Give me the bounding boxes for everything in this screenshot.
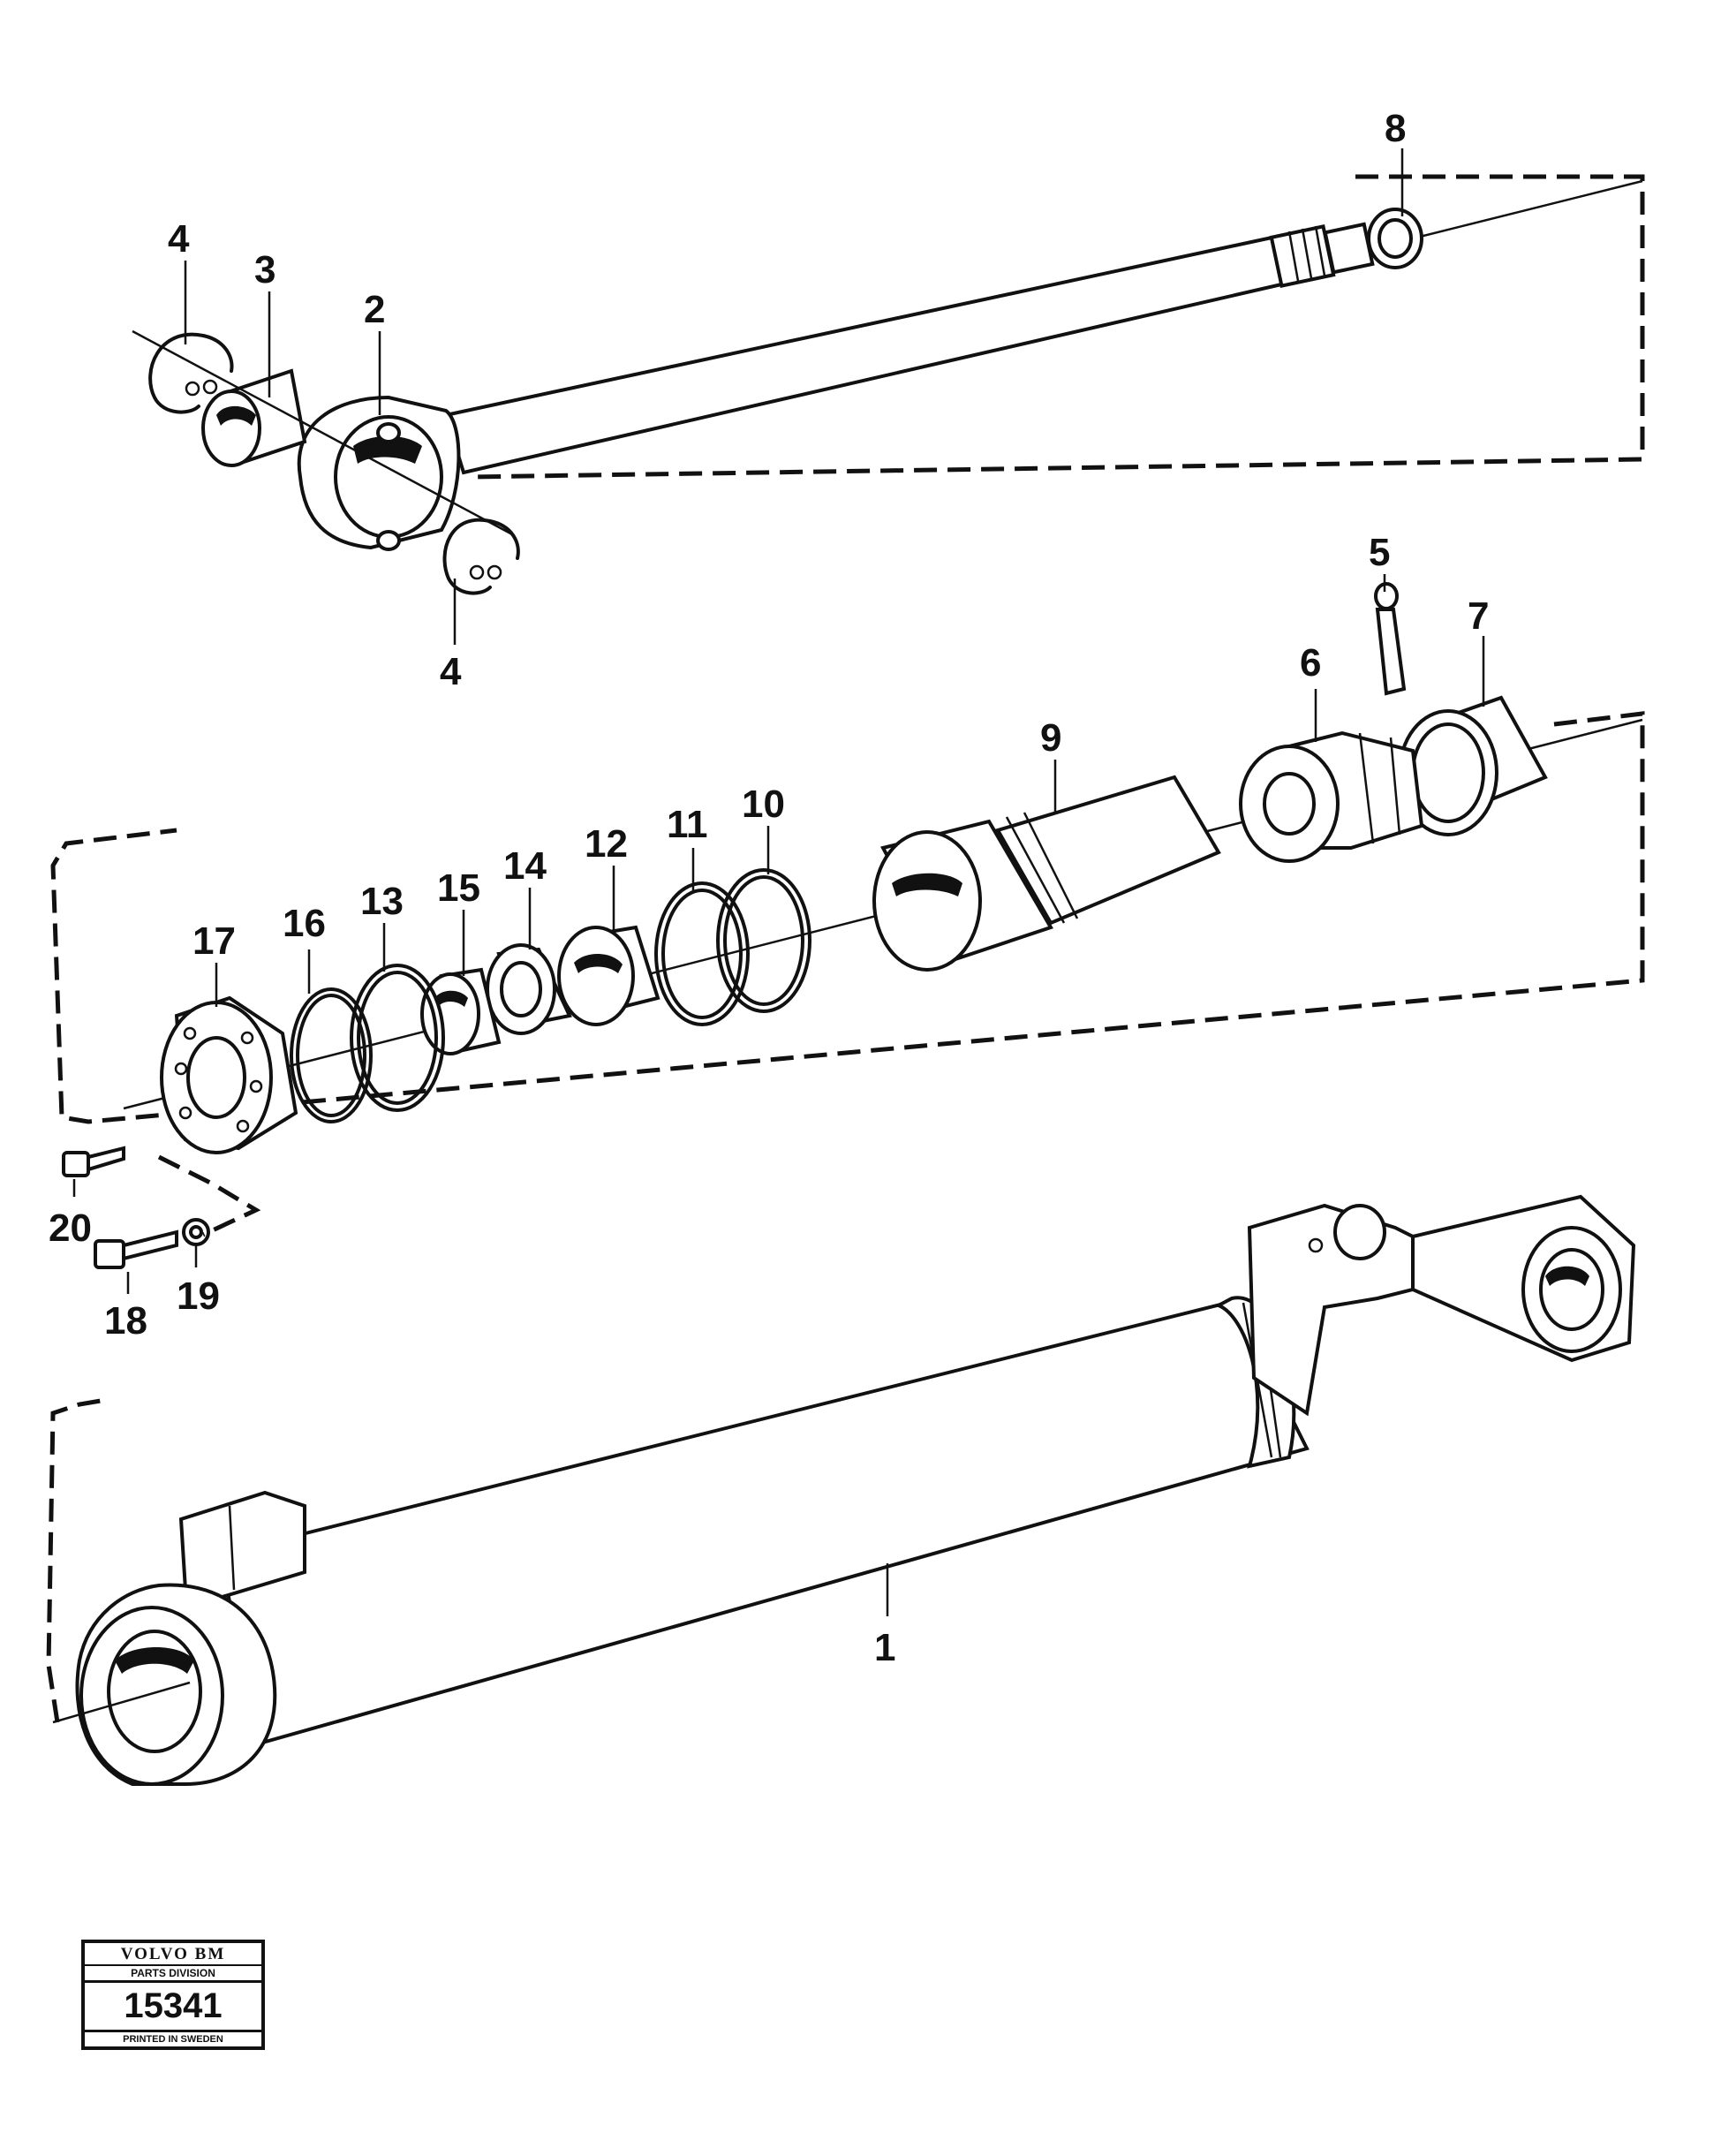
callout-6: 6: [1300, 641, 1321, 685]
piston-9: [872, 775, 1221, 972]
bushing-3: [201, 368, 307, 467]
tube-head-end: [1247, 1194, 1636, 1417]
screw-path-dashed: [157, 1154, 261, 1237]
stamp-division: PARTS DIVISION: [85, 1966, 261, 1983]
stamp-brand: VOLVO BM: [85, 1943, 261, 1966]
callout-labels: 4 3 2 4 8 5 6 7 9 10 11 12 14 15 13 16 1…: [49, 107, 1489, 1669]
volvo-bm-stamp: VOLVO BM PARTS DIVISION 15341 PRINTED IN…: [81, 1940, 265, 2050]
cylinder-tube-1: [218, 1300, 1310, 1747]
o-ring-13: [350, 964, 445, 1112]
o-ring-16: [290, 987, 373, 1123]
snap-ring-4-upper: [148, 332, 234, 414]
tube-open-end: [75, 1583, 277, 1786]
wiper-14: [486, 943, 572, 1035]
piston-seal-group: [50, 582, 1645, 1269]
seal-12: [557, 925, 660, 1026]
guide-ring-7: [1398, 695, 1548, 836]
callout-13: 13: [360, 880, 404, 923]
bushing-15: [420, 967, 502, 1055]
callout-9: 9: [1040, 716, 1061, 760]
callout-2: 2: [364, 288, 385, 331]
piston-nut-6: [1239, 730, 1424, 863]
eye-axis-line: [132, 329, 513, 536]
screw-18: [94, 1229, 178, 1269]
cylinder-head-17: [160, 995, 298, 1154]
o-ring-10: [716, 868, 811, 1013]
callout-11: 11: [667, 803, 708, 846]
callout-10: 10: [742, 783, 785, 826]
callout-15: 15: [437, 866, 480, 910]
piston-rod-group: [132, 174, 1645, 595]
cylinder-tube-group: [46, 1194, 1636, 1786]
backup-ring-11: [654, 881, 750, 1026]
callout-12: 12: [585, 822, 628, 866]
callout-4-lower: 4: [440, 650, 462, 693]
callout-3: 3: [254, 248, 275, 291]
leader-lines: [72, 148, 1485, 1616]
callout-14: 14: [503, 844, 547, 888]
callout-19: 19: [177, 1275, 220, 1318]
callout-16: 16: [283, 902, 326, 945]
callout-7: 7: [1468, 594, 1489, 638]
snap-ring-4-lower: [442, 518, 520, 595]
screw-20: [62, 1146, 125, 1177]
piston-rod: [443, 234, 1292, 475]
rod-thread: [1269, 222, 1375, 288]
rod-frame-dashed: [467, 174, 1645, 480]
callout-5: 5: [1369, 531, 1390, 574]
stamp-number: 15341: [85, 1983, 261, 2032]
callout-4-upper: 4: [168, 217, 190, 261]
rod-eye-2: [297, 395, 461, 551]
rod-axis-line: [1412, 179, 1643, 240]
tube-frame-dashed: [46, 1397, 107, 1723]
piston-frame-dashed: [50, 711, 1645, 1124]
callout-17: 17: [192, 919, 236, 963]
callout-8: 8: [1385, 107, 1406, 150]
split-pin-5: [1374, 582, 1407, 696]
stamp-footer: PRINTED IN SWEDEN: [123, 2034, 223, 2045]
tube-axis-line: [52, 1681, 191, 1724]
callout-1: 1: [874, 1626, 895, 1669]
callout-20: 20: [49, 1206, 92, 1250]
callout-18: 18: [104, 1299, 147, 1343]
